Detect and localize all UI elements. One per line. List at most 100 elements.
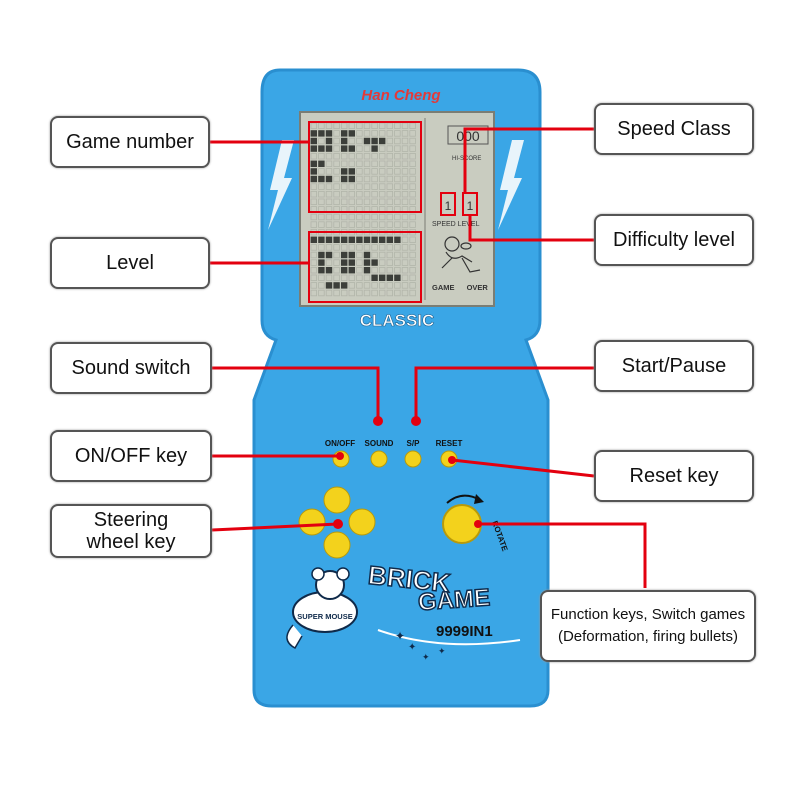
lcd-cell	[378, 137, 386, 145]
lcd-cell	[371, 282, 378, 289]
lcd-cell	[363, 145, 371, 152]
lcd-cell	[356, 175, 363, 183]
callout-level-text: Level	[106, 252, 154, 274]
lcd-cell	[371, 274, 378, 281]
lcd-cell	[409, 183, 416, 190]
lcd-cell	[386, 190, 393, 198]
lcd-cell	[409, 175, 416, 183]
lcd-cell	[378, 289, 386, 297]
lcd-cell	[348, 137, 355, 145]
callout-game-number-text: Game number	[66, 131, 194, 153]
lcd-cell	[378, 259, 386, 266]
callout-reset-key-text: Reset key	[629, 465, 719, 487]
level-digit: 1	[467, 199, 474, 213]
lcd-cell	[340, 183, 348, 190]
callout-function-line1: Function keys, Switch games	[550, 606, 746, 623]
lcd-cell	[318, 160, 325, 167]
lcd-cell	[325, 152, 333, 160]
lcd-cell	[386, 266, 393, 274]
lcd-cell	[409, 168, 416, 175]
lcd-cell	[394, 274, 401, 281]
on-off-label: ON/OFF	[325, 439, 355, 448]
dpad-up-button[interactable]	[323, 486, 351, 514]
lcd-cell	[401, 244, 409, 251]
lcd-cell	[363, 251, 371, 259]
lcd-cell	[378, 266, 386, 274]
lcd-cell	[348, 282, 355, 289]
lcd-cell	[348, 244, 355, 251]
lcd-cell	[378, 183, 386, 190]
lcd-cell	[310, 198, 317, 205]
lcd-cell	[371, 152, 378, 160]
lcd-cell	[371, 183, 378, 190]
lcd-cell	[409, 221, 416, 228]
lcd-cell	[348, 236, 355, 243]
dpad-down-button[interactable]	[323, 531, 351, 559]
lcd-cell	[333, 221, 340, 228]
lcd-cell	[348, 274, 355, 281]
lcd-cell	[394, 175, 401, 183]
lcd-cell	[333, 175, 340, 183]
lcd-cell	[401, 251, 409, 259]
lcd-cell	[333, 145, 340, 152]
lcd-cell	[348, 152, 355, 160]
lcd-cell	[409, 259, 416, 266]
lcd-cell	[356, 244, 363, 251]
lcd-cell	[371, 168, 378, 175]
speed-level-label: SPEED LEVEL	[432, 221, 480, 228]
lcd-cell	[333, 236, 340, 243]
lcd-cell	[386, 213, 393, 221]
lcd-cell	[310, 259, 317, 266]
lcd-cell	[325, 213, 333, 221]
lcd-cell	[333, 282, 340, 289]
lcd-cell	[318, 259, 325, 266]
lcd-cell	[340, 251, 348, 259]
lcd-cell	[371, 259, 378, 266]
lcd-cell	[371, 251, 378, 259]
lcd-cell	[371, 175, 378, 183]
lcd-cell	[310, 130, 317, 137]
lcd-mascot-icon	[441, 236, 481, 273]
lcd-cell	[325, 137, 333, 145]
mascot-text: SUPER MOUSE	[297, 612, 352, 621]
lcd-cell	[310, 244, 317, 251]
lcd-cell	[325, 145, 333, 152]
lcd-cell	[325, 130, 333, 137]
lcd-cell	[348, 289, 355, 297]
lcd-cell	[325, 244, 333, 251]
lcd-cell	[340, 145, 348, 152]
sound-label: SOUND	[365, 439, 394, 448]
lcd-cell	[325, 266, 333, 274]
lcd-cell	[378, 236, 386, 243]
lcd-cell	[394, 221, 401, 228]
dpad-left-button[interactable]	[298, 508, 326, 536]
lcd-cell	[378, 145, 386, 152]
svg-text:✦: ✦	[408, 642, 416, 653]
lcd-cell	[378, 213, 386, 221]
lcd-cell	[310, 137, 317, 145]
lcd-cell	[318, 266, 325, 274]
lcd-cell	[310, 266, 317, 274]
lcd-cell	[363, 190, 371, 198]
model-label: CLASSIC	[360, 311, 435, 330]
lcd-cell	[333, 198, 340, 205]
lcd-cell	[348, 183, 355, 190]
lcd-cell	[318, 175, 325, 183]
lcd-cell	[348, 130, 355, 137]
start-pause-button[interactable]	[404, 450, 422, 468]
callout-sound-switch-text: Sound switch	[71, 357, 191, 379]
lcd-cell	[363, 198, 371, 205]
lcd-cell	[378, 198, 386, 205]
lcd-cell	[378, 190, 386, 198]
lcd-cell	[401, 236, 409, 243]
lcd-cell	[363, 289, 371, 297]
lcd-cell	[371, 160, 378, 167]
lcd-cell	[333, 244, 340, 251]
lcd-cell	[401, 190, 409, 198]
lcd-cell	[348, 160, 355, 167]
lcd-cell	[401, 282, 409, 289]
dpad-right-button[interactable]	[348, 508, 376, 536]
lcd-cell	[348, 221, 355, 228]
sound-button[interactable]	[370, 450, 388, 468]
svg-text:✦: ✦	[438, 646, 446, 656]
